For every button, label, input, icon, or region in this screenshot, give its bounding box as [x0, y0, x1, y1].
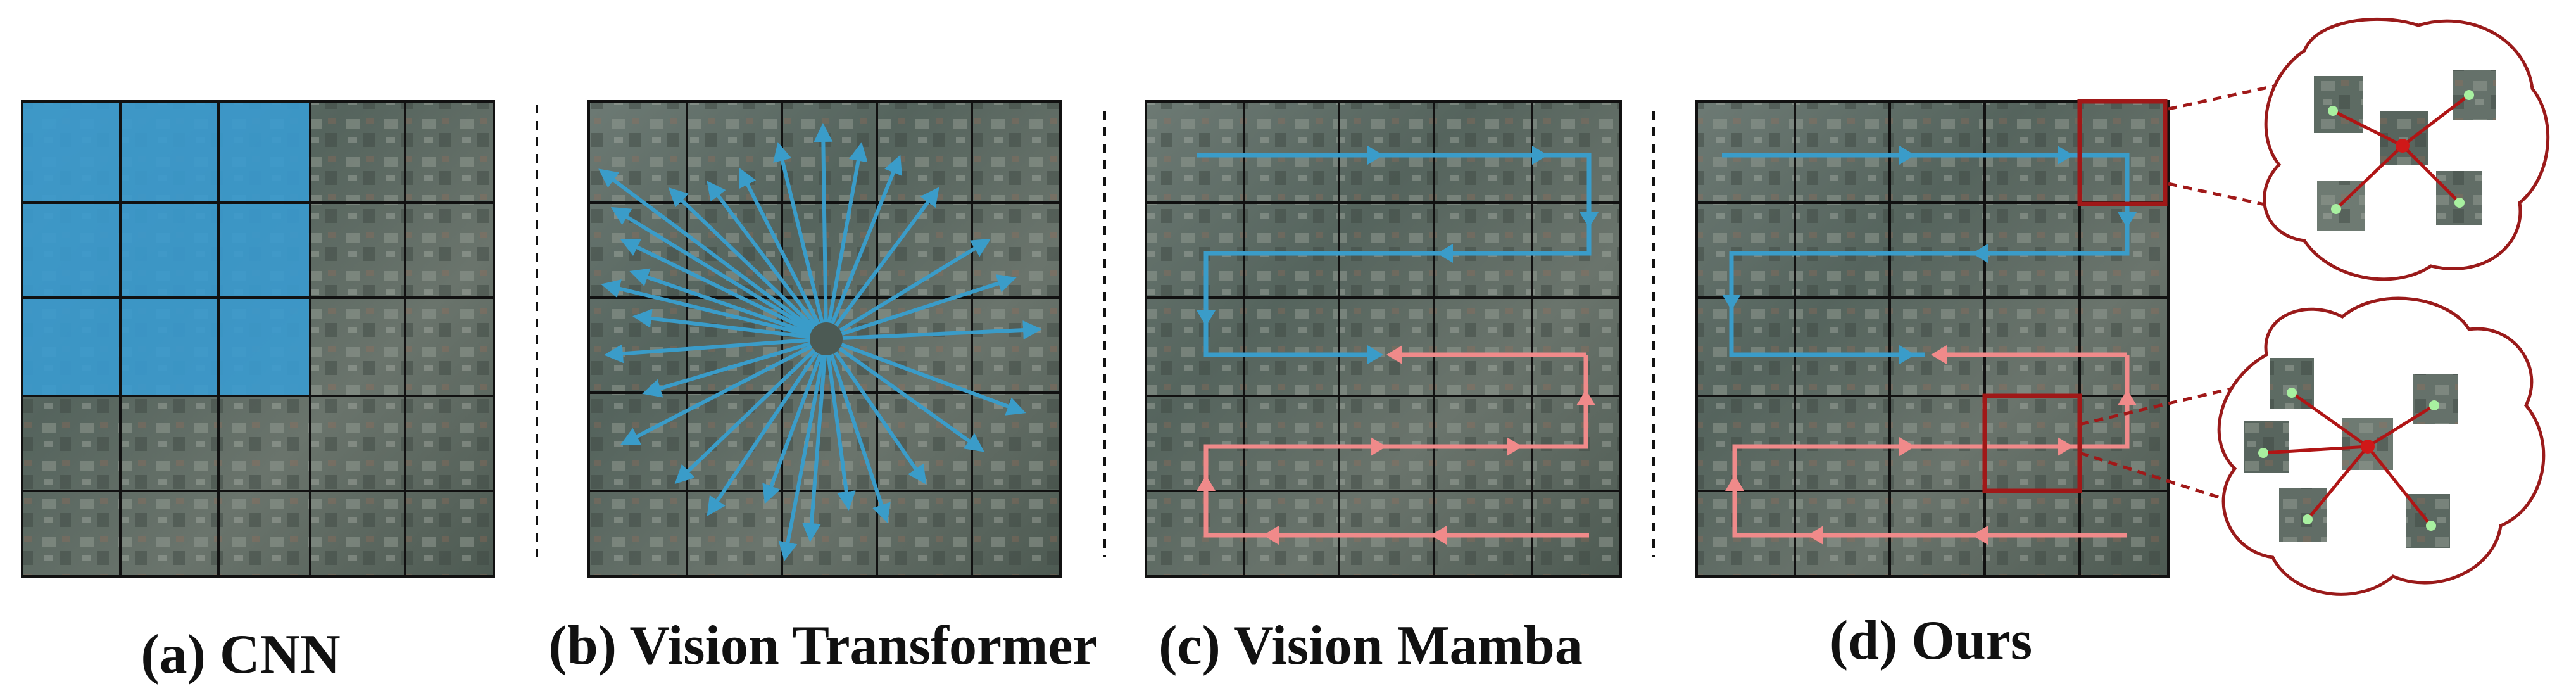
graph-cloud-bottom — [2217, 296, 2546, 596]
focus-box-top — [2077, 99, 2168, 206]
scan-arrowheads-blue-ours — [1722, 146, 2137, 364]
grid-cnn — [21, 100, 495, 578]
attention-arrow — [762, 348, 824, 504]
attention-arrow — [674, 345, 820, 485]
aerial-image-mamba — [1146, 101, 1621, 576]
attention-arrow — [826, 142, 868, 328]
scan-path-blue-mamba — [1197, 153, 1592, 357]
attention-arrow — [620, 342, 817, 445]
cnn-receptive-field — [22, 101, 310, 396]
attention-arrow — [814, 123, 833, 328]
scan-arrowheads-blue-mamba — [1197, 146, 1599, 364]
scan-arrowheads-pink-ours — [1725, 345, 2137, 545]
caption-mamba: (c) Vision Mamba — [1159, 615, 1583, 676]
caption-ours: (d) Ours — [1830, 610, 2032, 671]
patch-tiles-bottom — [2244, 358, 2458, 548]
graph-nodes-top — [2328, 90, 2474, 214]
attention-arrow — [827, 349, 891, 523]
attention-arrow — [604, 338, 815, 364]
attention-arrow — [836, 341, 1026, 416]
attention-arrow — [828, 155, 902, 329]
graph-cloud-top — [2263, 17, 2550, 281]
attention-arrow — [632, 308, 815, 339]
attention-arrow — [837, 320, 1042, 341]
caption-vit: (b) Vision Transformer — [549, 615, 1098, 676]
graph-edges-bottom — [2263, 391, 2435, 527]
attention-arrow — [642, 340, 816, 398]
attention-arrow — [629, 268, 816, 337]
panel-cnn: (a) CNN — [21, 100, 495, 685]
attention-arrow — [707, 181, 821, 331]
attention-arrow — [836, 274, 1017, 338]
attention-arrow — [826, 350, 856, 511]
scan-path-pink-ours — [1732, 352, 2130, 538]
attention-arrow — [668, 187, 820, 333]
panel-vit: (b) Vision Transformer — [549, 100, 1098, 676]
attention-arrow — [834, 344, 984, 452]
grid-mamba — [1145, 100, 1622, 578]
attention-arrow — [610, 206, 818, 335]
attention-arrow — [831, 347, 927, 485]
attention-arrow — [773, 142, 826, 329]
attention-arrow — [801, 350, 827, 542]
attention-arrow — [778, 350, 826, 561]
attention-arrows — [598, 123, 1042, 561]
panel-mamba: (c) Vision Mamba — [1145, 100, 1622, 676]
focus-box-bottom — [1982, 393, 2082, 493]
attention-arrow — [598, 168, 819, 334]
scan-arrowheads-pink-mamba — [1197, 345, 1595, 545]
graph-edges-top — [2332, 94, 2470, 210]
attention-arrow — [834, 238, 991, 335]
attention-arrow — [601, 279, 816, 338]
attention-center — [810, 322, 843, 355]
aerial-image-ours — [1697, 101, 2168, 576]
attention-arrow — [707, 347, 822, 516]
attention-arrow — [831, 187, 939, 331]
attention-arrow — [620, 238, 817, 336]
caption-cnn: (a) CNN — [141, 624, 340, 685]
graph-nodes-bottom — [2258, 388, 2439, 531]
panel-ours: (d) Ours — [1695, 99, 2170, 671]
scan-path-pink-mamba — [1203, 352, 1589, 538]
attention-arrow — [739, 167, 823, 330]
grid-vit — [587, 100, 1062, 578]
